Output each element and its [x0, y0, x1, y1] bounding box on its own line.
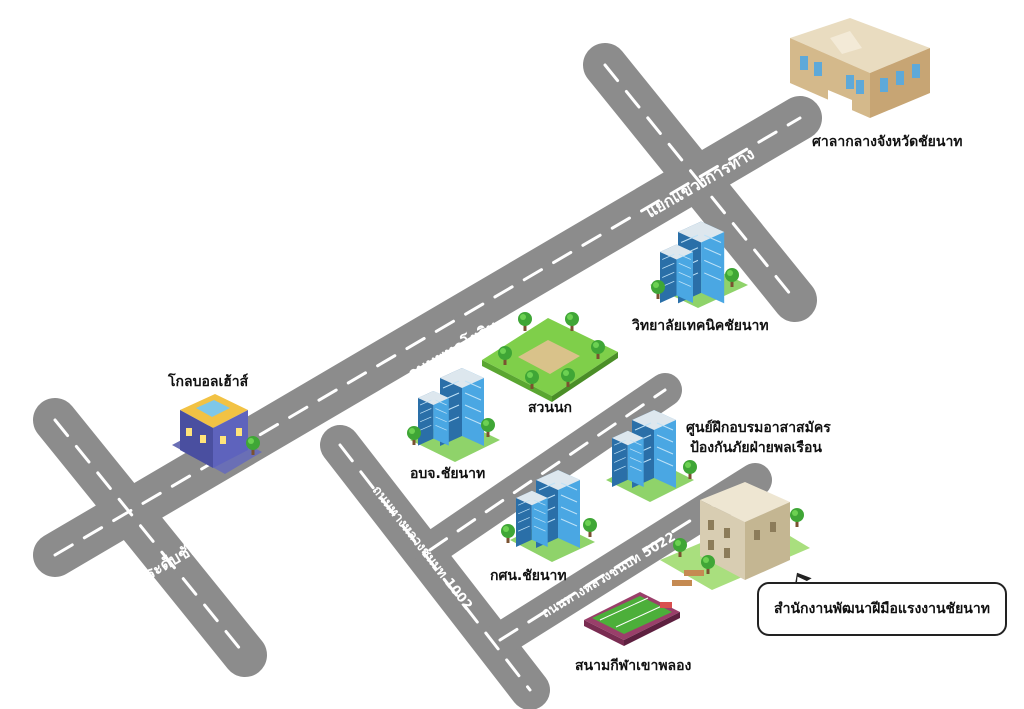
label-stadium: สนามกีฬาเขาพลอง — [575, 658, 692, 674]
label-city-hall: ศาลากลางจังหวัดชัยนาท — [812, 134, 963, 150]
label-pao: อบจ.ชัยนาท — [410, 466, 485, 482]
label-park: สวนนก — [528, 400, 572, 416]
stadium-icon — [584, 592, 680, 646]
labor-office-icon — [660, 482, 810, 590]
label-global-house: โกลบอลเฮ้าส์ — [167, 372, 249, 390]
label-civil-defense-line1: ศูนย์ฝึกอบรมอาสาสมัคร — [686, 419, 831, 436]
label-technical-college: วิทยาลัยเทคนิคชัยนาท — [631, 318, 769, 334]
label-labor-office: สำนักงานพัฒนาฝีมือแรงงานชัยนาท — [774, 601, 990, 617]
technical-college-icon — [650, 220, 748, 308]
labor-office-callout: สำนักงานพัฒนาฝีมือแรงงานชัยนาท — [757, 582, 1007, 636]
city-hall-icon — [790, 18, 930, 118]
nfe-office-icon — [501, 469, 597, 562]
global-house-shop-icon — [172, 394, 262, 474]
label-civil-defense-line2: ป้องกันภัยฝ่ายพลเรือน — [690, 440, 822, 456]
park-icon — [482, 312, 618, 402]
road-network — [33, 43, 822, 709]
label-nfe: กศน.ชัยนาท — [490, 568, 567, 584]
civil-defense-center-icon — [606, 409, 697, 502]
pao-office-icon — [407, 367, 500, 462]
